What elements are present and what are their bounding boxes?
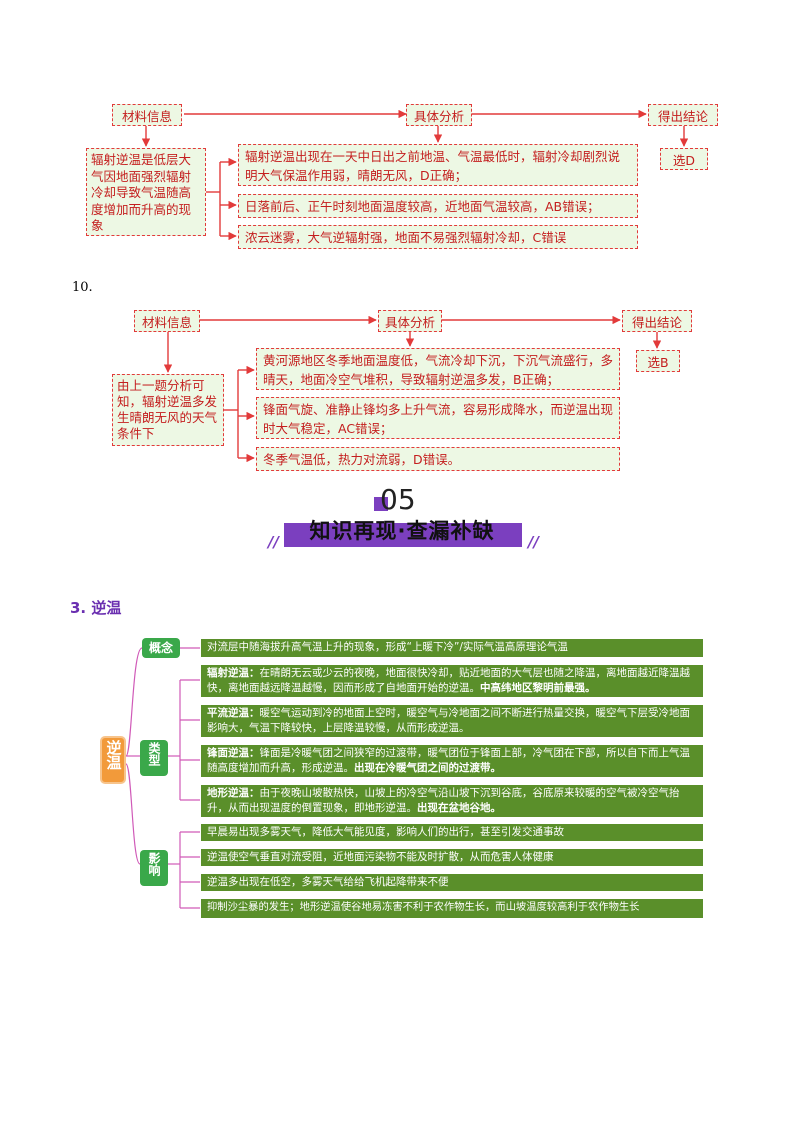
type-frontal: 锋面逆温：锋面是冷暖气团之间狭窄的过渡带，暖气团位于锋面上部，冷气团在下部，所以…: [200, 744, 704, 778]
q9-conclusion-header: 得出结论: [648, 104, 718, 126]
type-frontal-bold: 出现在冷暖气团之间的过渡带。: [354, 762, 501, 774]
type-terrain-bold: 出现在盆地谷地。: [417, 802, 501, 814]
section-number: 05: [380, 483, 416, 516]
q9-material-box: 辐射逆温是低层大气因地面强烈辐射冷却导致气温随高度增加而升高的现象: [86, 148, 206, 236]
q10-conclusion: 选B: [636, 350, 680, 372]
decor-slash-right: //: [528, 533, 539, 551]
question-number: 10.: [72, 280, 93, 295]
type-radiation: 辐射逆温：在晴朗无云或少云的夜晚，地面很快冷却，贴近地面的大气层也随之降温，离地…: [200, 664, 704, 698]
type-terrain-name: 地形逆温：: [207, 787, 260, 799]
effect-item: 逆温使空气垂直对流受阻，近地面污染物不能及时扩散，从而危害人体健康: [200, 848, 704, 867]
section-number-accent: [374, 497, 388, 511]
concept-tag: 概念: [142, 638, 180, 658]
types-tag: 类型: [140, 740, 168, 776]
type-frontal-name: 锋面逆温：: [207, 747, 260, 759]
section-title: 知识再现·查漏补缺: [309, 519, 495, 543]
concept-text: 对流层中随海拔升高气温上升的现象，形成“上暖下冷”/实际气温高原理论气温: [200, 638, 704, 658]
mindmap-root-label: 逆温: [104, 740, 123, 770]
q10-analysis-1: 黄河源地区冬季地面温度低，气流冷却下沉，下沉气流盛行，多晴天，地面冷空气堆积，导…: [256, 348, 620, 390]
type-radiation-text: 在晴朗无云或少云的夜晚，地面很快冷却，贴近地面的大气层也随之降温，离地面越近降温…: [207, 667, 690, 694]
q10-material-header: 材料信息: [134, 310, 200, 332]
q9-conclusion: 选D: [660, 148, 708, 170]
type-terrain-text: 由于夜晚山坡散热快，山坡上的冷空气沿山坡下沉到谷底，谷底原来较暖的空气被冷空气抬…: [207, 787, 680, 814]
types-tag-label: 类型: [147, 742, 161, 766]
topic-heading: 3. 逆温: [70, 599, 122, 617]
q10-conclusion-header: 得出结论: [622, 310, 692, 332]
type-frontal-text: 锋面是冷暖气团之间狭窄的过渡带，暖气团位于锋面上部，冷气团在下部，所以自下而上气…: [207, 747, 690, 774]
section-title-bar: [284, 523, 522, 547]
q10-analysis-header: 具体分析: [378, 310, 442, 332]
type-advection: 平流逆温：暖空气运动到冷的地面上空时，暖空气与冷地面之间不断进行热量交换，暖空气…: [200, 704, 704, 738]
effect-item: 早晨易出现多雾天气，降低大气能见度，影响人们的出行，甚至引发交通事故: [200, 823, 704, 842]
q10-material-box: 由上一题分析可知，辐射逆温多发生晴朗无风的天气条件下: [112, 374, 224, 446]
q9-analysis-2: 日落前后、正午时刻地面温度较高，近地面气温较高，AB错误；: [238, 194, 638, 218]
type-radiation-bold: 中高纬地区黎明前最强。: [480, 682, 596, 694]
q9-analysis-header: 具体分析: [406, 104, 472, 126]
decor-slash-left: //: [268, 533, 279, 551]
type-advection-name: 平流逆温：: [207, 707, 260, 719]
mindmap-root: 逆温: [100, 736, 126, 784]
q9-material-header: 材料信息: [112, 104, 182, 126]
q9-analysis-1: 辐射逆温出现在一天中日出之前地温、气温最低时，辐射冷却剧烈说明大气保温作用弱，晴…: [238, 144, 638, 186]
effects-tag-label: 影响: [147, 852, 161, 876]
type-radiation-name: 辐射逆温：: [207, 667, 260, 679]
type-advection-text: 暖空气运动到冷的地面上空时，暖空气与冷地面之间不断进行热量交换，暖空气下层受冷地…: [207, 707, 690, 734]
type-terrain: 地形逆温：由于夜晚山坡散热快，山坡上的冷空气沿山坡下沉到谷底，谷底原来较暖的空气…: [200, 784, 704, 818]
effect-item: 逆温多出现在低空，多雾天气给给飞机起降带来不便: [200, 873, 704, 892]
effect-item: 抑制沙尘暴的发生；地形逆温使谷地易冻害不利于农作物生长，而山坡温度较高利于农作物…: [200, 898, 704, 919]
q10-analysis-2: 锋面气旋、准静止锋均多上升气流，容易形成降水，而逆温出现时大气稳定，AC错误；: [256, 397, 620, 439]
q10-analysis-3: 冬季气温低，热力对流弱，D错误。: [256, 447, 620, 471]
effects-tag: 影响: [140, 850, 168, 886]
q9-analysis-3: 浓云迷雾，大气逆辐射强，地面不易强烈辐射冷却，C错误: [238, 225, 638, 249]
